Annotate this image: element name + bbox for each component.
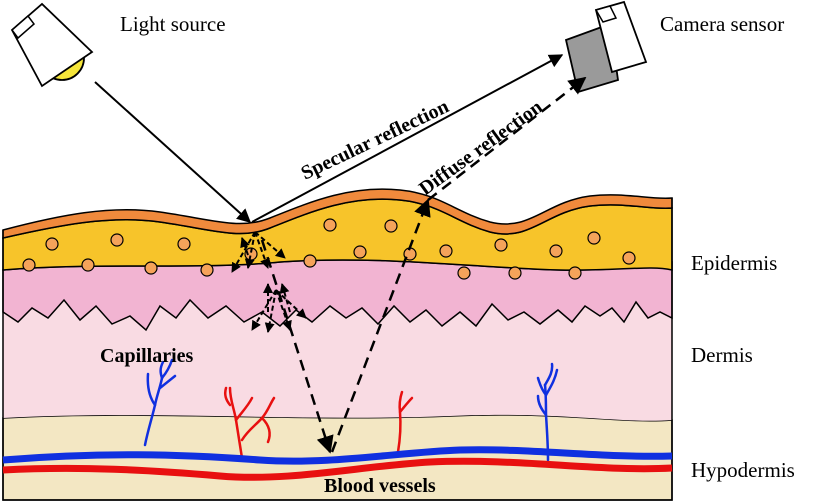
capillary-red-middle — [223, 386, 276, 460]
artery-vessel — [2, 457, 673, 481]
vein-vessel — [2, 446, 673, 465]
capillaries-label: Capillaries — [100, 345, 194, 367]
camera-sensor-icon — [564, 0, 648, 94]
blood-vessels-label: Blood vessels — [324, 475, 436, 497]
capillary-red-right — [396, 390, 414, 454]
diffuse-path-down — [260, 239, 334, 454]
scattering-arrows-dermis — [251, 283, 307, 333]
incident-light-ray — [94, 81, 252, 223]
light-source-icon — [10, 2, 94, 88]
epidermal-cells — [22, 218, 636, 280]
camera-sensor-label: Camera sensor — [660, 12, 784, 36]
hypodermis-label: Hypodermis — [691, 458, 795, 482]
capillary-blue-left — [143, 358, 177, 447]
epidermis-label: Epidermis — [691, 251, 777, 275]
light-source-label: Light source — [120, 12, 226, 36]
dermis-label: Dermis — [691, 343, 753, 367]
diffuse-path-up — [330, 198, 431, 453]
specular-reflection-ray — [251, 54, 564, 223]
skin-block-outline — [2, 198, 673, 501]
capillary-blue-right — [536, 362, 559, 462]
diffuse-reflection-ray — [427, 76, 587, 201]
scattering-arrows-epidermis — [231, 231, 286, 273]
